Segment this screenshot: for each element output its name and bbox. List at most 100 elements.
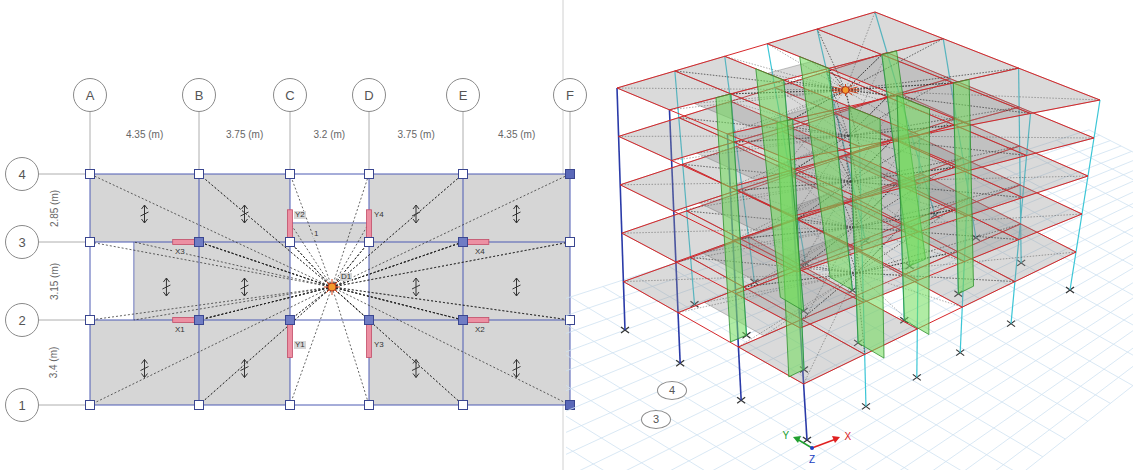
diaphragm-link bbox=[332, 242, 570, 287]
x-axis-head bbox=[832, 436, 840, 443]
diaphragm-link bbox=[332, 287, 463, 320]
axis-label: Y bbox=[782, 430, 791, 441]
diaphragm-link bbox=[332, 242, 369, 287]
diaphragm-link bbox=[332, 242, 463, 287]
diaphragm-link bbox=[290, 242, 332, 287]
beam-line bbox=[199, 174, 200, 405]
diaphragm-link bbox=[332, 287, 570, 405]
diaphragm-link bbox=[332, 242, 463, 287]
diaphragm-link bbox=[134, 242, 332, 287]
grid-label: B bbox=[195, 89, 204, 102]
column bbox=[286, 316, 295, 325]
one-way-symbol bbox=[162, 278, 170, 296]
grid-line bbox=[290, 112, 291, 174]
ground-grid-line bbox=[1057, 140, 1133, 261]
column bbox=[286, 170, 295, 179]
diaphragm-link bbox=[199, 287, 332, 320]
y-axis bbox=[797, 439, 812, 448]
column bbox=[459, 316, 468, 325]
diaphragm-link bbox=[199, 287, 332, 405]
z-axis bbox=[810, 446, 814, 450]
floor-slab bbox=[134, 242, 199, 320]
diaphragm-link bbox=[199, 242, 332, 287]
column bbox=[566, 170, 575, 179]
floor-slab bbox=[90, 174, 199, 242]
diaphragm-link bbox=[290, 223, 332, 287]
column bbox=[566, 238, 575, 247]
grid-label: D bbox=[364, 89, 373, 102]
slab-label: 1 bbox=[313, 230, 319, 239]
beam-line bbox=[90, 320, 570, 321]
diaphragm-link bbox=[846, 55, 882, 90]
dimension-label: 4.35 (m) bbox=[497, 129, 536, 140]
ground-grid-line bbox=[566, 360, 817, 470]
column bbox=[286, 401, 295, 410]
one-way-symbol bbox=[513, 278, 521, 296]
column bbox=[86, 316, 95, 325]
beam-line bbox=[290, 174, 291, 405]
grid-label: A bbox=[86, 89, 95, 102]
ground-grid-line bbox=[566, 157, 1133, 425]
beam-line bbox=[90, 405, 570, 406]
one-way-symbol bbox=[412, 360, 420, 378]
one-way-symbol bbox=[513, 360, 521, 378]
grid-bubble: E bbox=[446, 78, 480, 112]
diaphragm-point bbox=[328, 283, 336, 291]
diaphragm-link bbox=[846, 55, 882, 90]
beam-line bbox=[90, 242, 570, 243]
ground-grid bbox=[566, 130, 1133, 470]
grid-line bbox=[39, 405, 90, 406]
diaphragm-link bbox=[90, 287, 332, 405]
column bbox=[86, 401, 95, 410]
plan-view bbox=[39, 112, 575, 410]
grid-bubble: 1 bbox=[5, 388, 39, 422]
grid-bubble: F bbox=[553, 78, 587, 112]
one-way-symbol bbox=[513, 205, 521, 223]
ground-grid-line bbox=[566, 162, 1133, 438]
diaphragm-label: D1 bbox=[340, 273, 352, 282]
dimension-label: 3.2 (m) bbox=[313, 129, 347, 140]
column bbox=[195, 316, 204, 325]
diaphragm-link bbox=[199, 242, 332, 287]
diaphragm-link bbox=[332, 174, 463, 287]
diaphragm-link bbox=[846, 90, 1031, 113]
grid-line bbox=[39, 174, 90, 175]
diaphragm-link bbox=[846, 90, 1031, 113]
dimension-label: 3.75 (m) bbox=[397, 129, 436, 140]
column bbox=[286, 238, 295, 247]
grid-line bbox=[369, 112, 370, 174]
grid-bubble: 4 bbox=[657, 381, 687, 400]
grid-bubble: C bbox=[273, 78, 307, 112]
shear-wall bbox=[367, 320, 372, 358]
axis-label: X bbox=[844, 431, 853, 442]
wall-label: Y4 bbox=[373, 211, 385, 220]
diaphragm-link bbox=[332, 174, 369, 287]
diaphragm-link bbox=[290, 287, 332, 320]
column bbox=[365, 238, 374, 247]
beam-line bbox=[617, 12, 875, 88]
column bbox=[566, 316, 575, 325]
one-way-symbol bbox=[241, 360, 249, 378]
floor-slab bbox=[463, 174, 570, 242]
diaphragm-link bbox=[332, 287, 463, 320]
beam-line bbox=[817, 29, 1030, 113]
column bbox=[365, 401, 374, 410]
dimension-label: 3.4 (m) bbox=[48, 345, 59, 379]
column bbox=[365, 316, 374, 325]
floor-slab bbox=[463, 242, 570, 320]
diaphragm-link bbox=[332, 242, 463, 287]
grid-bubble: D bbox=[352, 78, 386, 112]
shear-wall bbox=[756, 69, 804, 311]
column bbox=[459, 401, 468, 410]
shear-wall bbox=[288, 320, 293, 358]
grid-line bbox=[39, 242, 90, 243]
column bbox=[459, 238, 468, 247]
diaphragm-link bbox=[199, 242, 332, 287]
column-line bbox=[1070, 100, 1100, 290]
diaphragm-link bbox=[846, 55, 882, 90]
beam-line bbox=[875, 12, 1100, 100]
floor-slab bbox=[290, 223, 369, 242]
one-way-symbol bbox=[241, 278, 249, 296]
grid-line bbox=[39, 320, 90, 321]
